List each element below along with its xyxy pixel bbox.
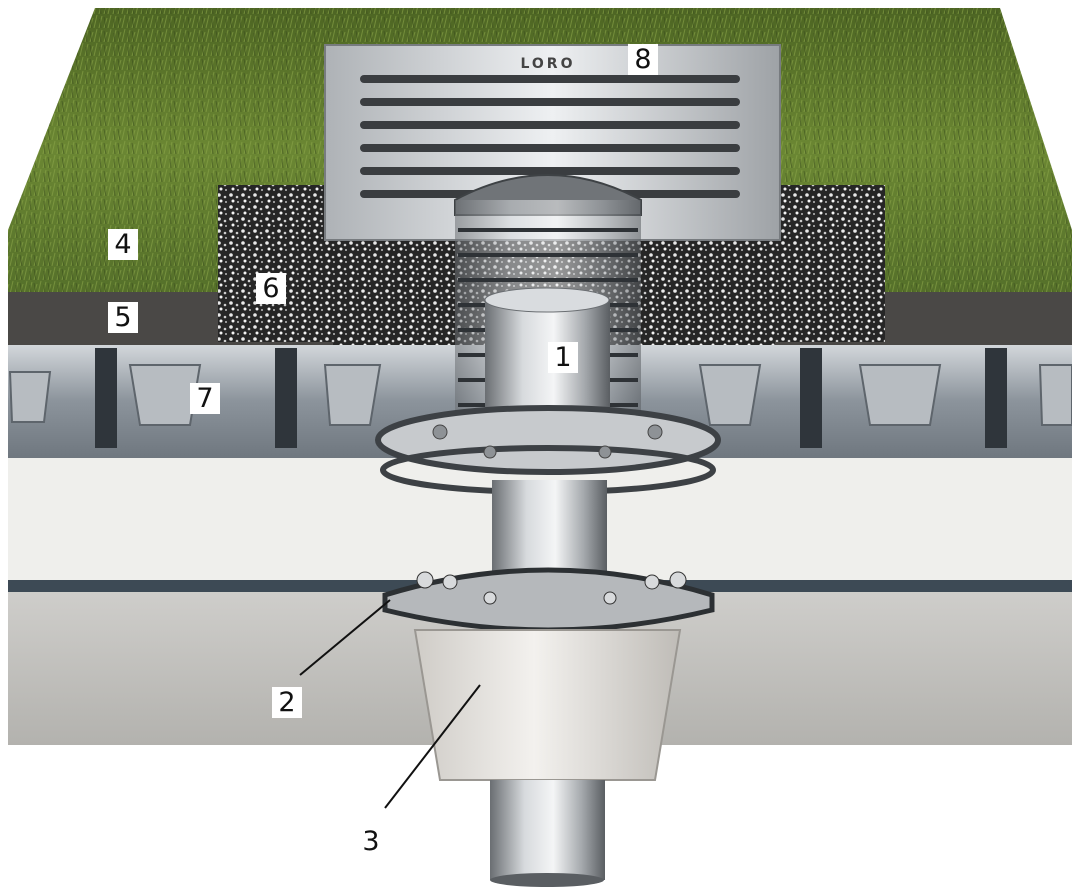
lower-flange bbox=[382, 567, 715, 633]
insulation-sleeve bbox=[413, 629, 682, 781]
gravel-strip-right bbox=[775, 185, 885, 342]
upper-flange bbox=[375, 405, 721, 475]
outlet-pipe bbox=[490, 780, 605, 880]
upper-flange-bolts bbox=[432, 424, 663, 459]
leader-line-3 bbox=[384, 684, 481, 809]
callout-6-gravel-strip: 6 bbox=[256, 273, 286, 304]
callout-3-insulation-sleeve: 3 bbox=[362, 826, 380, 857]
grate-brand-mark: LORO bbox=[520, 56, 575, 72]
gravel-strip-left bbox=[218, 185, 333, 342]
callout-4-grass-layer: 4 bbox=[108, 229, 138, 260]
callout-5-substrate-layer: 5 bbox=[108, 302, 138, 333]
outlet-pipe-end bbox=[490, 873, 604, 887]
callout-1-drain-body: 1 bbox=[548, 342, 578, 373]
leader-line-2 bbox=[299, 599, 391, 676]
drain-inlet-rim bbox=[484, 287, 610, 313]
callout-2-flange: 2 bbox=[272, 687, 302, 718]
callout-7-drainage-board: 7 bbox=[190, 383, 220, 414]
drainage-board-cups bbox=[8, 364, 1072, 426]
lower-flange-bolts bbox=[416, 571, 687, 605]
callout-8-inspection-shaft: 8 bbox=[628, 44, 658, 75]
drainage-board-posts bbox=[95, 348, 1007, 448]
grate-slots bbox=[360, 75, 740, 198]
